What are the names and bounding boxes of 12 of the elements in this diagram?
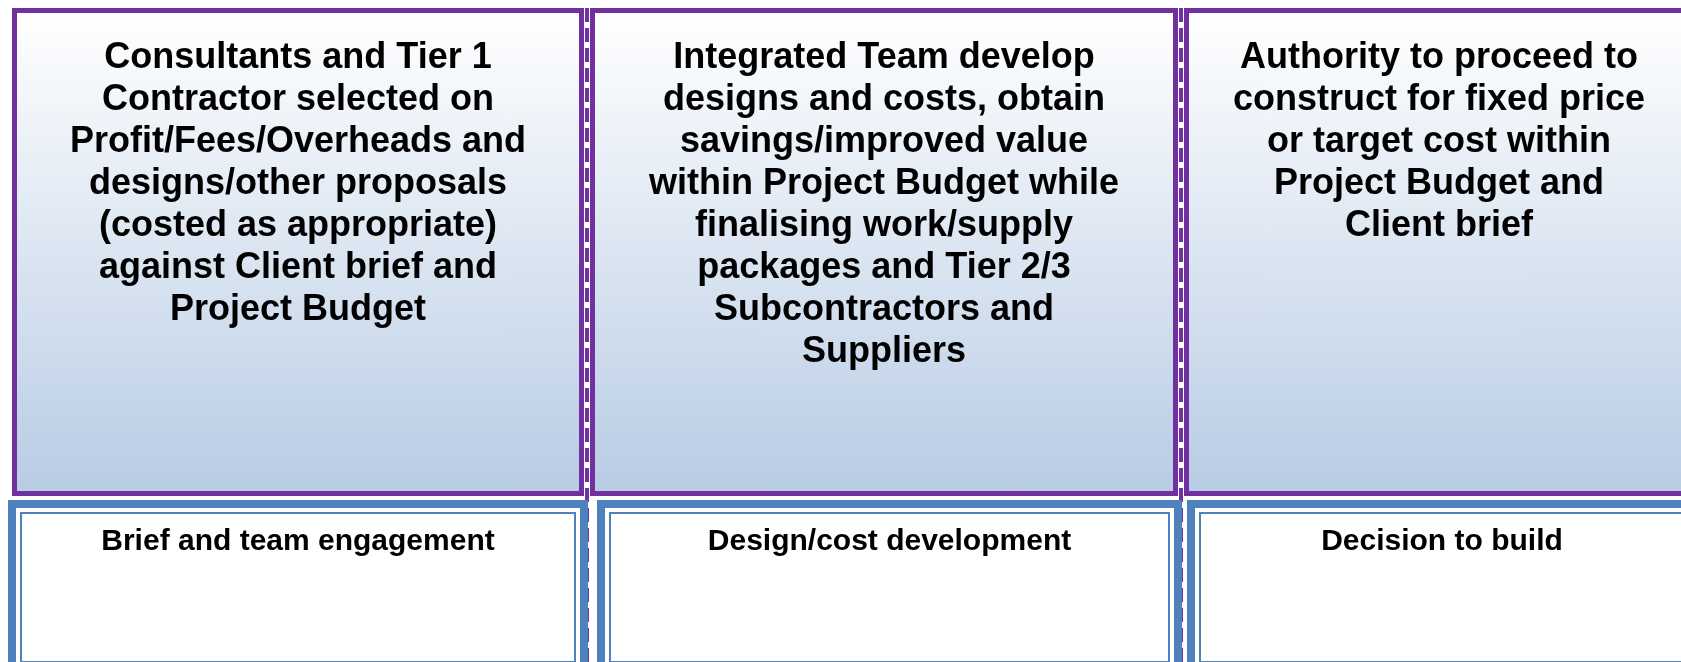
stage-name-box (597, 500, 1182, 662)
stage-description-box (1184, 8, 1681, 496)
stage-description: Consultants and Tier 1 Contractor selected on Profit/Fees/Overheads and designs/other proposals (costed as appropriate) against Client brief and Project Budget (68, 35, 528, 329)
stage-description-box (590, 8, 1178, 496)
stage-name: Decision to build (1320, 522, 1564, 558)
stage-name: Design/cost development (706, 522, 1073, 558)
stage-name-box (8, 500, 588, 662)
stage-description: Integrated Team develop designs and costs, obtain savings/improved value within Project Budget while finalising work/supply packages and Tier 2/3 Subcontractors and Suppliers (648, 35, 1120, 371)
stage-name-box (1187, 500, 1681, 662)
stage-description-box (12, 8, 584, 496)
stage-description: Authority to proceed to construct for fixed price or target cost within Project Budget and Client brief (1231, 35, 1647, 245)
stage-name: Brief and team engagement (100, 522, 496, 558)
